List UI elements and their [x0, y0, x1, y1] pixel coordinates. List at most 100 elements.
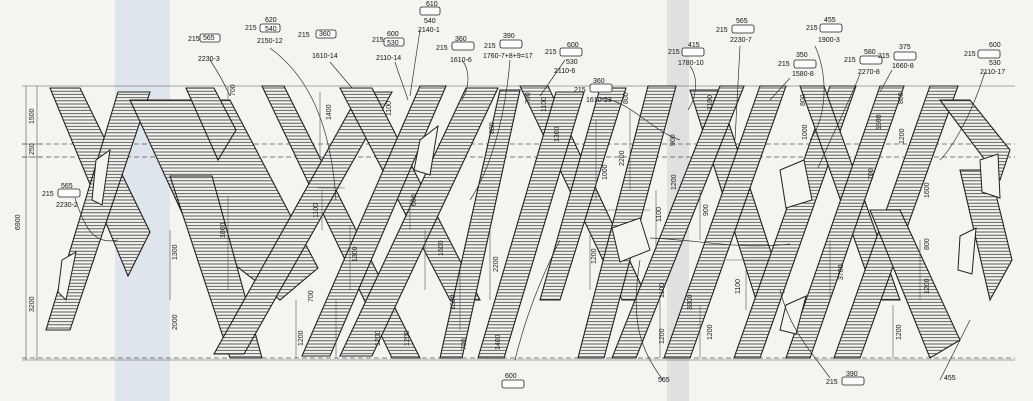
svg-text:2270-8: 2270-8: [858, 69, 880, 76]
panel-tag: 610 540 2140-1: [418, 1, 441, 34]
svg-text:390: 390: [846, 371, 858, 378]
dimension-label: 800: [800, 94, 807, 106]
svg-text:530: 530: [566, 59, 578, 66]
dimension-label: 1100: [386, 101, 393, 116]
dimension-label: 800: [924, 238, 931, 250]
dimension-label: 700: [868, 168, 875, 180]
panel-tag: 215 350 1580-8: [778, 52, 817, 78]
svg-text:1780-10: 1780-10: [678, 60, 704, 67]
svg-text:215: 215: [668, 49, 680, 56]
svg-text:540: 540: [265, 26, 277, 33]
dimension-label: 3300: [687, 294, 694, 310]
svg-text:2230-3: 2230-3: [198, 56, 220, 63]
dimension-label: 1200: [404, 330, 411, 346]
opening: [779, 295, 807, 335]
dimension-label: 1300: [352, 246, 359, 262]
dimension-label: 700: [230, 84, 237, 96]
svg-text:215: 215: [545, 49, 557, 56]
panel: [959, 169, 1013, 302]
svg-text:215: 215: [964, 51, 976, 58]
svg-text:215: 215: [716, 27, 728, 34]
svg-text:2140-1: 2140-1: [418, 27, 440, 34]
svg-text:530: 530: [989, 60, 1001, 67]
panel-tag: 215 360 1610-23: [574, 78, 613, 104]
svg-text:2110-14: 2110-14: [376, 55, 401, 62]
panel-tag: 215 565 2230-2: [42, 183, 81, 209]
svg-text:1900-3: 1900-3: [818, 37, 840, 44]
panel-tag: 215 600 530 2110-14: [372, 31, 405, 62]
dimension-label: 1300: [172, 244, 179, 260]
dimension-label: 1200: [375, 330, 382, 346]
dimension-label: 1100: [735, 279, 742, 294]
dimension-label: 800: [623, 92, 630, 104]
panel: [339, 87, 499, 357]
svg-text:360: 360: [455, 36, 467, 43]
svg-text:600: 600: [989, 42, 1001, 49]
panel-openings: [57, 124, 1001, 335]
left-dimension-label: 250: [29, 143, 36, 155]
svg-text:215: 215: [42, 191, 54, 198]
svg-text:1760-7+8+9=17: 1760-7+8+9=17: [483, 53, 533, 60]
dimension-label: 1100: [659, 283, 666, 298]
overall-dimension-label: 6900: [15, 214, 22, 230]
svg-text:215: 215: [844, 57, 856, 64]
svg-text:215: 215: [436, 45, 448, 52]
dimension-label: 1900: [876, 114, 883, 130]
svg-text:215: 215: [298, 32, 310, 39]
opening: [413, 124, 439, 176]
leader-lines: [74, 29, 986, 381]
svg-text:1580-8: 1580-8: [792, 71, 814, 78]
svg-text:350: 350: [796, 52, 808, 59]
hatched-panels: [45, 85, 1013, 359]
panel-tag: 215 390 1760-7+8+9=17: [483, 33, 533, 60]
dimension-label: 700: [461, 338, 468, 350]
panel: [213, 91, 393, 355]
dimension-label: 1200: [298, 330, 305, 346]
svg-text:215: 215: [245, 25, 257, 32]
opening: [91, 148, 111, 206]
dimension-label: 1100: [707, 95, 714, 110]
svg-text:215: 215: [574, 87, 586, 94]
svg-text:530: 530: [387, 40, 399, 47]
svg-text:360: 360: [319, 31, 331, 38]
svg-text:375: 375: [899, 44, 911, 51]
opening: [979, 153, 1001, 199]
panel-tag: 455: [944, 375, 956, 382]
svg-text:215: 215: [372, 37, 384, 44]
dimension-label: 1200: [671, 174, 678, 190]
svg-text:1610-6: 1610-6: [450, 57, 472, 64]
dimension-label: 1300: [554, 126, 561, 142]
svg-text:600: 600: [567, 42, 579, 49]
panel: [477, 91, 585, 359]
svg-text:600: 600: [387, 31, 399, 38]
dimension-label: 1100: [541, 97, 548, 112]
dimension-label: 1200: [924, 278, 931, 294]
dimension-label: 1200: [659, 328, 666, 344]
dimension-label: 1600: [438, 240, 445, 256]
svg-text:1610-23: 1610-23: [586, 97, 612, 104]
dimension-label: 900: [703, 204, 710, 216]
panel-tag: 215 565 2230-3: [188, 33, 221, 63]
dimension-label: 1200: [707, 324, 714, 340]
dimension-label: 700: [525, 92, 532, 104]
panel-tag: 215 620 540 2150-12: [245, 17, 283, 45]
dimension-label: 1600: [924, 182, 931, 198]
svg-text:610: 610: [426, 1, 438, 8]
panel-tag: 215 580 2270-8: [844, 49, 883, 76]
dimension-label: 2200: [619, 150, 626, 166]
svg-text:580: 580: [864, 49, 876, 56]
svg-text:2230-7: 2230-7: [730, 37, 752, 44]
svg-text:215: 215: [778, 61, 790, 68]
dimension-label: 1200: [591, 248, 598, 264]
svg-text:1660-8: 1660-8: [892, 63, 914, 70]
panel: [301, 85, 447, 357]
panel-tag: 215 415 1780-10: [668, 42, 705, 67]
svg-text:565: 565: [736, 18, 748, 25]
panel-tag: 215 375 1660-8: [878, 44, 917, 70]
dimension-label: 800: [898, 92, 905, 104]
svg-text:620: 620: [265, 17, 277, 24]
panel-tag: 215 600 530 2110-6: [545, 42, 583, 75]
panel: [539, 87, 627, 301]
svg-text:2110-6: 2110-6: [554, 68, 575, 75]
svg-text:215: 215: [878, 53, 890, 60]
